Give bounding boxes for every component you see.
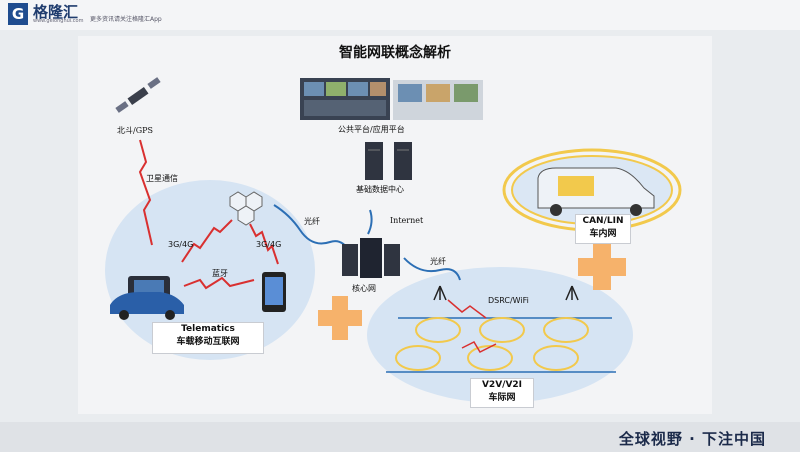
- antenna-icon-left: [433, 285, 447, 301]
- fiber-label-right: 光纤: [430, 257, 446, 266]
- bluetooth-label: 蓝牙: [212, 269, 228, 278]
- top-header-bar: G 格隆汇 www.gelonghui.com 更多资讯请关注格隆汇App: [0, 0, 800, 30]
- public-platform-label: 公共平台/应用平台: [338, 125, 405, 134]
- data-center-server-icon: [365, 142, 412, 180]
- telematics-line1: Telematics: [181, 324, 235, 334]
- v2v-signal-2: [461, 341, 497, 353]
- cellular-signal-right: [249, 223, 279, 265]
- data-center-label: 基础数据中心: [356, 185, 404, 194]
- v2v-label: V2V/V2I 车际网: [470, 378, 534, 408]
- satellite-signal: [138, 139, 153, 246]
- v2v-signal: [447, 299, 487, 319]
- car-icon: [110, 292, 184, 320]
- control-room-icon: [300, 78, 390, 120]
- application-platform-icon: [393, 80, 483, 120]
- v2v-line2: 车际网: [488, 393, 516, 403]
- dsrc-label: DSRC/WiFi: [488, 296, 529, 305]
- cellular-label-right: 3G/4G: [256, 240, 282, 249]
- telematics-label: Telematics 车载移动互联网: [152, 322, 264, 354]
- header-tagline: 更多资讯请关注格隆汇App: [90, 16, 162, 23]
- telematics-line2: 车载移动互联网: [176, 337, 240, 347]
- fiber-line-top: [367, 209, 373, 235]
- internet-label: Internet: [390, 216, 424, 225]
- cellular-label-left: 3G/4G: [168, 240, 194, 249]
- bluetooth-signal: [183, 276, 255, 290]
- satellite-icon: [115, 77, 161, 113]
- cellular-hexagon-icon: [229, 191, 263, 226]
- core-network-label: 核心网: [352, 284, 376, 293]
- fiber-label-left: 光纤: [304, 217, 320, 226]
- core-network-server-icon: [342, 238, 400, 278]
- can-lin-line2: 车内网: [589, 229, 617, 239]
- smartphone-icon: [262, 272, 286, 312]
- cellular-signal-left: [181, 219, 233, 263]
- logo-url: www.gelonghui.com: [33, 18, 84, 24]
- v2v-line1: V2V/V2I: [481, 380, 523, 390]
- can-lin-line1: CAN/LIN: [582, 216, 624, 226]
- can-lin-label: CAN/LIN 车内网: [575, 214, 631, 244]
- fiber-line-left: [273, 204, 351, 253]
- fiber-line-right: [403, 257, 461, 281]
- satellite-comm-label: 卫星通信: [146, 174, 178, 183]
- plus-connector-left: [318, 296, 362, 340]
- in-car-schematic-icon: [537, 167, 655, 216]
- logo-name: 格隆汇: [33, 3, 79, 21]
- antenna-icon-right: [565, 285, 579, 301]
- gelonghui-logo-icon[interactable]: G: [8, 3, 28, 25]
- plus-connector-right: [578, 244, 626, 290]
- footer-bar: 全球视野 · 下注中国: [0, 422, 800, 452]
- telematics-cloud: [105, 180, 315, 360]
- diagram-title: 智能网联概念解析: [339, 45, 451, 61]
- v2v-car-rings: [395, 317, 589, 371]
- footer-slogan: 全球视野 · 下注中国: [618, 430, 766, 448]
- beidou-label: 北斗/GPS: [117, 126, 153, 135]
